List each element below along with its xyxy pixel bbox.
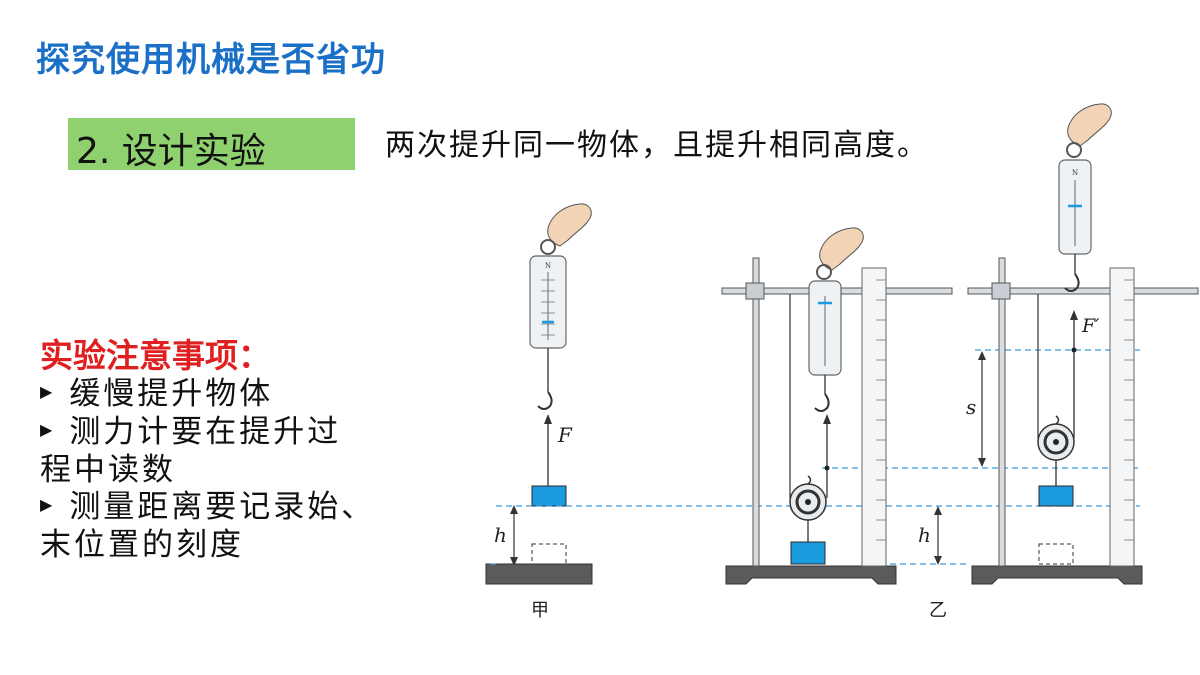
pulley <box>789 475 827 542</box>
scale-ring <box>540 239 556 255</box>
stand-base <box>725 565 897 585</box>
force-arrow <box>544 414 552 424</box>
dashed-block <box>531 543 567 565</box>
setup-yi-after: N F′ s h 乙 <box>918 103 1199 621</box>
hand-icon <box>819 227 864 271</box>
force-label-f-prime: F′ <box>1081 315 1100 337</box>
block <box>1038 485 1074 507</box>
bullet-icon: ▶ <box>40 420 56 439</box>
note-text: 测力计要在提升过 <box>69 414 342 450</box>
distance-label-s: s <box>966 395 976 419</box>
scale-unit: N <box>545 262 551 270</box>
height-label-h: h <box>494 523 507 547</box>
guide-lines <box>486 349 1140 565</box>
height-label-h: h <box>918 523 931 547</box>
note-item: 末位置的刻度 <box>40 527 460 564</box>
notes-panel: 实验注意事项： ▶ 缓慢提升物体 ▶ 测力计要在提升过 程中读数 ▶ 测量距离要记录始… <box>40 336 460 564</box>
note-text: 程中读数 <box>40 452 176 488</box>
notes-heading: 实验注意事项： <box>40 336 271 375</box>
hook-icon <box>537 391 553 410</box>
table-base <box>485 563 593 585</box>
ruler <box>1109 267 1135 567</box>
hand-icon <box>1067 103 1112 147</box>
ruler <box>861 267 887 567</box>
hook-icon <box>814 393 830 412</box>
note-item: ▶ 缓慢提升物体 <box>40 376 460 414</box>
setup-jia: N F h 甲 <box>485 203 593 621</box>
bullet-icon: ▶ <box>40 495 56 514</box>
step-description: 两次提升同一物体，且提升相同高度。 <box>385 128 929 163</box>
block <box>531 485 567 507</box>
label-yi: 乙 <box>929 600 947 621</box>
stand-base <box>971 565 1143 585</box>
hook-icon <box>1064 273 1080 292</box>
hand-icon <box>547 203 592 247</box>
block <box>790 541 826 565</box>
pulley <box>1037 415 1075 486</box>
dashed-block <box>1038 543 1074 565</box>
note-item: ▶ 测力计要在提升过 <box>40 414 460 452</box>
step-label: 2. 设计实验 <box>76 131 266 172</box>
page-title: 探究使用机械是否省功 <box>36 40 386 80</box>
note-text: 缓慢提升物体 <box>69 376 274 412</box>
setup-yi-before <box>721 227 953 585</box>
note-item: ▶ 测量距离要记录始、 <box>40 489 460 527</box>
label-jia: 甲 <box>531 600 549 621</box>
note-item: 程中读数 <box>40 452 460 489</box>
note-text: 测量距离要记录始、 <box>69 489 376 525</box>
bullet-icon: ▶ <box>40 382 56 401</box>
scale-unit: N <box>1072 169 1078 177</box>
step-box: 2. 设计实验 <box>68 118 355 172</box>
note-text: 末位置的刻度 <box>40 527 244 563</box>
force-label-f: F <box>557 423 573 447</box>
